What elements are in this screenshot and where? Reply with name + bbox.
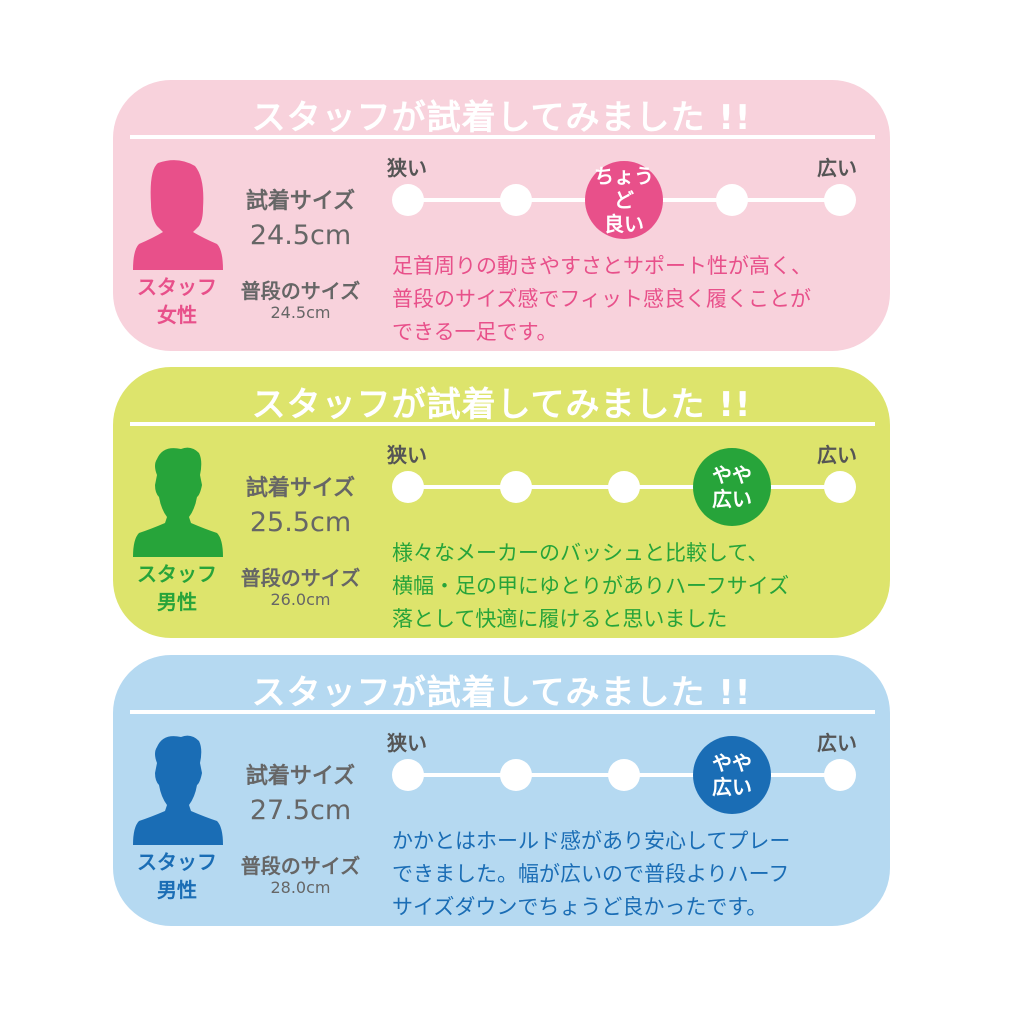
- card-title: スタッフが試着してみました !!: [251, 98, 752, 138]
- card-title: スタッフが試着してみました !!: [251, 385, 752, 425]
- scale-dot: [824, 184, 856, 216]
- scale-dot: [608, 471, 640, 503]
- scale-dot: [608, 759, 640, 791]
- staff-label: スタッフ 男性: [137, 562, 217, 614]
- try-size-label: 試着サイズ: [245, 476, 356, 501]
- review-comment: 足首周りの動きやすさとサポート性が高く、 普段のサイズ感でフィット感良く履くこと…: [392, 254, 812, 344]
- usual-size-value: 28.0cm: [270, 878, 331, 897]
- scale-dot: [716, 184, 748, 216]
- staff-label: スタッフ 男性: [137, 850, 217, 902]
- selected-fit-badge: ちょうど 良い: [585, 161, 663, 239]
- man-silhouette-icon: [133, 735, 223, 845]
- scale-narrow-label: 狭い: [387, 443, 427, 467]
- usual-size-label: 普段のサイズ: [240, 279, 361, 303]
- scale-dot: [824, 759, 856, 791]
- review-comment: 様々なメーカーのバッシュと比較して、 横幅・足の甲にゆとりがありハーフサイズ 落…: [392, 541, 790, 631]
- man-silhouette-icon: [133, 447, 223, 557]
- title-divider: [130, 135, 875, 139]
- scale-dot: [392, 184, 424, 216]
- selected-fit-badge: やや 広い: [693, 736, 771, 814]
- woman-silhouette-icon: [133, 160, 223, 270]
- try-size-label: 試着サイズ: [245, 764, 356, 789]
- staff-label: スタッフ 女性: [137, 275, 217, 327]
- scale-dot: [392, 759, 424, 791]
- staff-review-card: スタッフが試着してみました !! スタッフ 女性 試着サイズ 24.5cm 普段…: [113, 80, 890, 351]
- scale-dot: [500, 184, 532, 216]
- scale-wide-label: 広い: [817, 443, 857, 467]
- scale-wide-label: 広い: [817, 731, 857, 755]
- title-divider: [130, 710, 875, 714]
- usual-size-value: 26.0cm: [270, 590, 331, 609]
- selected-fit-badge: やや 広い: [693, 448, 771, 526]
- scale-dot: [500, 471, 532, 503]
- scale-wide-label: 広い: [817, 156, 857, 180]
- usual-size-value: 24.5cm: [270, 303, 331, 322]
- usual-size-label: 普段のサイズ: [240, 854, 361, 878]
- usual-size-label: 普段のサイズ: [240, 566, 361, 590]
- scale-dot: [500, 759, 532, 791]
- staff-review-card: スタッフが試着してみました !! スタッフ 男性 試着サイズ 25.5cm 普段…: [113, 367, 890, 638]
- scale-dot: [392, 471, 424, 503]
- title-divider: [130, 422, 875, 426]
- staff-review-card: スタッフが試着してみました !! スタッフ 男性 試着サイズ 27.5cm 普段…: [113, 655, 890, 926]
- try-size-value: 24.5cm: [249, 220, 352, 251]
- review-comment: かかとはホールド感があり安心してプレー できました。幅が広いので普段よりハーフ …: [392, 829, 791, 919]
- try-size-value: 25.5cm: [249, 507, 352, 538]
- scale-narrow-label: 狭い: [387, 156, 427, 180]
- scale-narrow-label: 狭い: [387, 731, 427, 755]
- try-size-label: 試着サイズ: [245, 189, 356, 214]
- try-size-value: 27.5cm: [249, 795, 352, 826]
- scale-dot: [824, 471, 856, 503]
- card-title: スタッフが試着してみました !!: [251, 673, 752, 713]
